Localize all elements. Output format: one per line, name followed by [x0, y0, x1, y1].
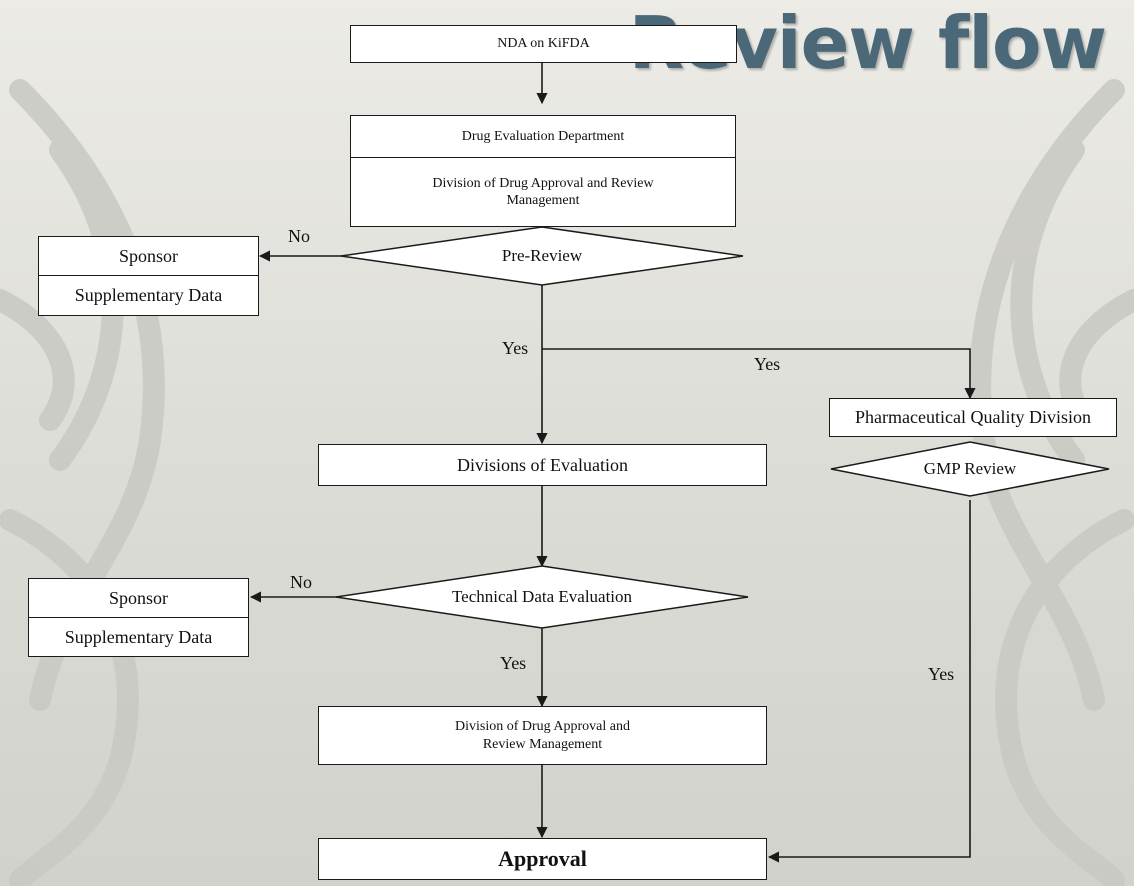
- supplementary-data-box-2: Supplementary Data: [28, 617, 249, 657]
- arrow-yes-to-pharm: [542, 348, 976, 400]
- pre-review-no-label: No: [288, 226, 310, 246]
- technical-data-evaluation-label: Technical Data Evaluation: [451, 587, 633, 606]
- division-drug-approval-top-box: Division of Drug Approval and Review Man…: [350, 157, 736, 227]
- pre-review-yes-label: Yes: [502, 338, 529, 358]
- gmp-review-diamond: [830, 441, 1110, 497]
- pre-review-yes-gmp-label: Yes: [754, 354, 781, 374]
- drug-evaluation-department-box: Drug Evaluation Department: [350, 115, 736, 158]
- pharmaceutical-quality-division-box: Pharmaceutical Quality Division: [829, 398, 1117, 437]
- tech-eval-yes-label: Yes: [500, 653, 527, 673]
- approval-box: Approval: [318, 838, 767, 880]
- arrow-gmp-to-approval: [767, 500, 971, 863]
- pre-review-diamond: [340, 226, 744, 286]
- sponsor-box-1: Sponsor: [38, 236, 259, 276]
- sponsor-box-2: Sponsor: [28, 578, 249, 618]
- supplementary-data-box-1: Supplementary Data: [38, 275, 259, 316]
- gmp-yes-label: Yes: [928, 664, 955, 684]
- divisions-of-evaluation-box: Divisions of Evaluation: [318, 444, 767, 486]
- pre-review-label: Pre-Review: [501, 246, 583, 265]
- gmp-review-label: GMP Review: [923, 459, 1017, 478]
- technical-data-evaluation-diamond: [335, 565, 749, 629]
- division-drug-approval-bottom-box: Division of Drug Approval and Review Man…: [318, 706, 767, 765]
- tech-eval-no-label: No: [290, 572, 312, 592]
- nda-on-kifda-box: NDA on KiFDA: [350, 25, 737, 63]
